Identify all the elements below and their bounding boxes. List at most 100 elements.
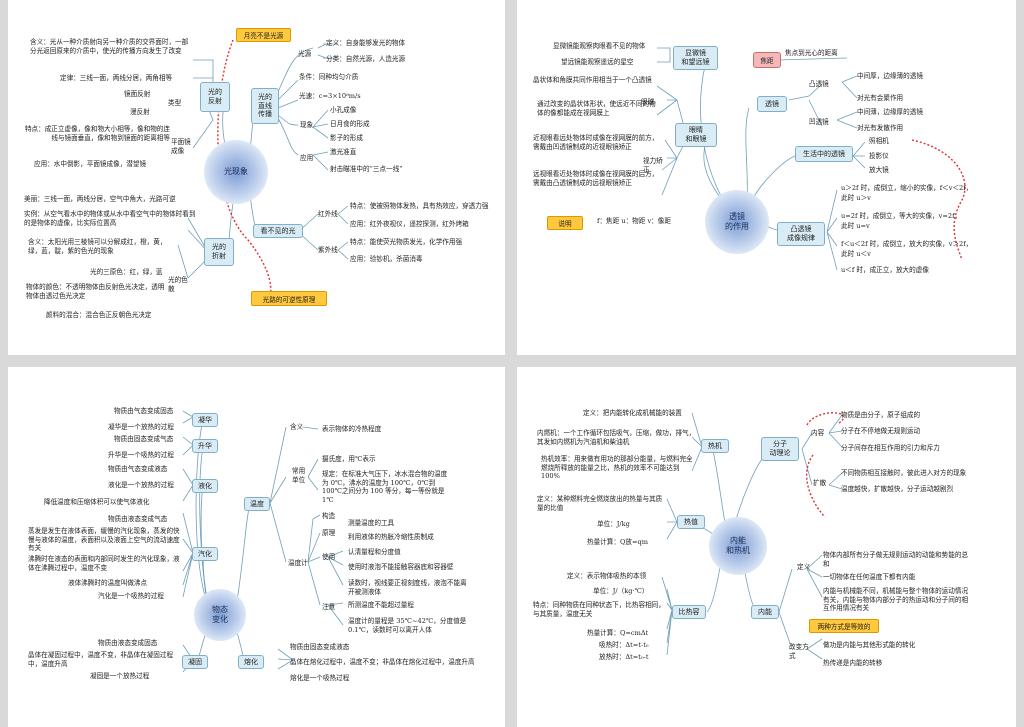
p3-center-topic: 物态 变化	[194, 589, 246, 641]
heat-value-def: 定义：某种燃料完全燃烧放出的热量与其质量的比值	[537, 495, 663, 512]
solidification-def: 物质由液态变成固态	[98, 639, 158, 647]
internal-energy-def-3: 内能与机械能不同，机械能与整个物体的运动情况有关，内能与物体内部分子的热运动和分…	[823, 587, 969, 613]
node-sublimation[interactable]: 升华	[192, 439, 218, 453]
specific-heat-unit: 单位：J/（kg·℃）	[593, 587, 649, 595]
node-deposition[interactable]: 凝华	[192, 413, 218, 427]
diffusion-label: 扩散	[813, 479, 827, 487]
tip-reversibility: 光路的可逆性原理	[251, 291, 327, 306]
heat-absorb-delta: 吸热时：Δt=t-t₀	[599, 641, 649, 649]
light-source-definition: 定义：自身能够发光的物体	[326, 39, 406, 47]
tip-focal-length: 焦距	[753, 52, 781, 68]
camera-item: 照相机	[869, 137, 889, 145]
convex-lens-label: 凸透镜	[809, 80, 829, 88]
thermometer-usage-label: 使用	[322, 553, 336, 561]
p2-connector-lines	[656, 47, 966, 271]
vaporization-endothermic: 汽化是一个吸热的过程	[98, 592, 164, 600]
panel-lens-functions: 显微镜能观察肉眼看不见的物体 望远镜能观察遥远的星空 显微镜 和望远镜 焦距 焦…	[517, 0, 1016, 355]
change-methods-label: 改变方式	[789, 643, 809, 660]
node-liquefaction[interactable]: 液化	[192, 479, 218, 493]
light-source-label: 光源	[298, 50, 312, 58]
node-internal-energy[interactable]: 内能	[751, 605, 779, 619]
refraction-law: 美丽：三线一面，两线分居，空气中角大，光路可逆	[24, 195, 176, 203]
sublimation-def: 物质由固态变成气态	[114, 435, 174, 443]
accommodation-desc: 通过改变的晶状体形状，使远近不同的物体的像都能成在视网膜上	[537, 100, 656, 117]
heat-engine-efficiency: 热机效率：用来做有用功的那部分能量，与燃料完全燃烧所释放的能量之比，热机的效率不…	[541, 455, 693, 481]
light-source-classes: 分类：自然光源，人造光源	[326, 55, 406, 63]
tip-moon-not-light-source: 月亮不是光源	[236, 28, 291, 42]
node-melting[interactable]: 熔化	[238, 655, 264, 669]
temp-unit-label: 常用单位	[292, 467, 306, 484]
node-straight-propagation[interactable]: 光的 直线 传播	[251, 88, 279, 124]
p4-center-topic: 内能 和热机	[709, 517, 767, 575]
node-heat-engine[interactable]: 热机	[701, 439, 729, 453]
change-by-work: 做功是内能与其他形式能的转化	[823, 641, 916, 649]
solidification-exothermic: 凝固是一个放热过程	[90, 672, 150, 680]
object-color: 物体的颜色：不透明物体由反射色光决定，透明物体由透过色光决定	[26, 283, 165, 300]
deposition-def: 物质由气态变成固态	[114, 407, 174, 415]
plane-mirror-imaging: 平面镜成像	[171, 138, 191, 155]
ultraviolet-features: 特点：能使荧光物质发光，化学作用强	[350, 238, 463, 246]
node-eye-glasses[interactable]: 眼睛 和眼镜	[675, 123, 717, 147]
reflection-meaning: 含义：光从一种介质射向另一种介质的交界面时，一部分光返回原来的介质中，使光的传播…	[30, 38, 189, 55]
node-invisible-light[interactable]: 看不见的光	[253, 224, 303, 238]
infrared-features: 特点：使被照物体发热，具有热效应，穿透力强	[350, 202, 489, 210]
telescope-desc: 望远镜能观察遥远的星空	[561, 58, 634, 66]
case-u-eq-2f-note: 此时 u=v	[841, 222, 870, 230]
panel-internal-energy: 定义：把内能转化成机械能的装置 内燃机：一个工作循环包括吸气，压缩，做功，排气，…	[517, 367, 1016, 727]
thermometer-notice-2: 温度计的量程是 35℃~42℃，分度值是 0.1℃，读数时可以离开人体	[348, 617, 467, 634]
heat-value-unit: 单位：J/kg	[597, 520, 630, 528]
theory-content-1: 物质是由分子，原子组成的	[841, 411, 921, 419]
node-microscope-telescope[interactable]: 显微镜 和望远镜	[673, 46, 718, 70]
hyperopia-desc: 远视眼看近处物体时成像在视网膜的后方，需戴由凸透镜制成的远视眼镜矫正	[533, 170, 659, 187]
plane-mirror-features: 特点：成正立虚像，像和物大小相等，像和物的连线与镜面垂直，像和物到镜面的距离相等	[24, 125, 170, 142]
p4-red-dotted-arrow-bottom	[806, 454, 826, 518]
case-u-eq-2f: u=2f 时，成倒立，等大的实像，v=2f，	[841, 212, 962, 220]
infrared-applications: 应用：红外夜视仪，遥控探测，红外烤箱	[350, 220, 469, 228]
tip-legend-note: 说明	[547, 216, 583, 230]
sublimation-endothermic: 升华是一个吸热的过程	[108, 451, 174, 459]
thermometer-structure: 测量温度的工具	[348, 519, 395, 527]
node-convex-imaging-rules[interactable]: 凸透镜 成像规律	[777, 222, 825, 246]
diffusion-temperature: 温度越快，扩散越快，分子运动越剧烈	[841, 485, 954, 493]
melting-crystal: 晶体在熔化过程中，温度不变；非晶体在熔化过程中，温度升高	[290, 658, 475, 666]
node-molecular-theory[interactable]: 分子 动理论	[761, 437, 799, 461]
three-points-one-line: 射击瞄准中的“三点一线”	[330, 165, 403, 173]
node-reflection[interactable]: 光的 反射	[200, 82, 230, 112]
vision-correction-label: 视力矫正	[643, 157, 663, 174]
p2-red-dotted-arrow	[911, 139, 966, 261]
ultraviolet-applications: 应用：验钞机，杀菌消毒	[350, 255, 423, 263]
phenomena-label: 现象	[300, 121, 314, 129]
node-refraction[interactable]: 光的 折射	[204, 238, 234, 266]
theory-content-2: 分子在不停地做无规则运动	[841, 427, 921, 435]
node-temperature[interactable]: 温度	[244, 497, 270, 511]
thermometer-usage-2: 使用时液泡不能接触容器底和容器壁	[348, 563, 454, 571]
theory-content-label: 内容	[811, 429, 825, 437]
node-vaporization[interactable]: 汽化	[192, 547, 218, 561]
evaporation-desc: 蒸发是发生在液体表面，缓慢的汽化现象，蒸发的快慢与液体的温度，表面积以及液面上空…	[28, 527, 180, 553]
internal-energy-def-label: 定义	[797, 563, 811, 571]
concave-lens-diverge: 对光有发散作用	[857, 124, 904, 132]
p4-red-dotted-arrow-top	[806, 412, 845, 426]
internal-energy-def-2: 一切物体在任何温度下都有内能	[823, 573, 916, 581]
diffusion-def: 不同物质相互接触时，彼此进入对方的现象	[841, 469, 967, 477]
node-lens-in-life[interactable]: 生活中的透镜	[795, 146, 853, 162]
pinhole-imaging: 小孔成像	[330, 106, 357, 114]
node-solidification[interactable]: 凝固	[182, 655, 208, 669]
crystalline-lens-desc: 晶状体和角膜共同作用相当于一个凸透镜	[533, 76, 652, 84]
eyeball-label: 眼球	[641, 98, 655, 106]
node-heat-value[interactable]: 热值	[677, 515, 705, 529]
concave-lens-shape: 中间薄，边缘厚的透镜	[857, 108, 923, 116]
case-f-lt-u-lt-2f: f＜u＜2f 时，成倒立，放大的实像，v＞2f，	[841, 240, 973, 248]
case-u-gt-2f: u＞2f 时，成倒立，缩小的实像，f＜v＜2f，	[841, 184, 973, 192]
node-lens[interactable]: 透镜	[757, 96, 787, 112]
thermometer-principle: 利用液体的热胀冷缩性质制成	[348, 533, 434, 541]
temp-unit-celsius: 摄氏度，用℃表示	[322, 455, 376, 463]
heat-value-formula: 热量计算：Q放=qm	[587, 538, 648, 546]
refraction-example: 实例：从空气看水中的物体或从水中看空气中的物体时看到的是物体的虚像，比实际位置高	[24, 210, 196, 227]
thermometer-notice-label: 注意	[322, 603, 336, 611]
reflection-law: 定律：三线一面，两线分居，两角相等	[60, 74, 173, 82]
convex-lens-shape: 中间厚，边缘薄的透镜	[857, 72, 923, 80]
specular-reflection: 镜面反射	[124, 90, 151, 98]
deposition-exothermic: 凝华是一个放热的过程	[108, 423, 174, 431]
node-specific-heat[interactable]: 比热容	[672, 605, 706, 619]
